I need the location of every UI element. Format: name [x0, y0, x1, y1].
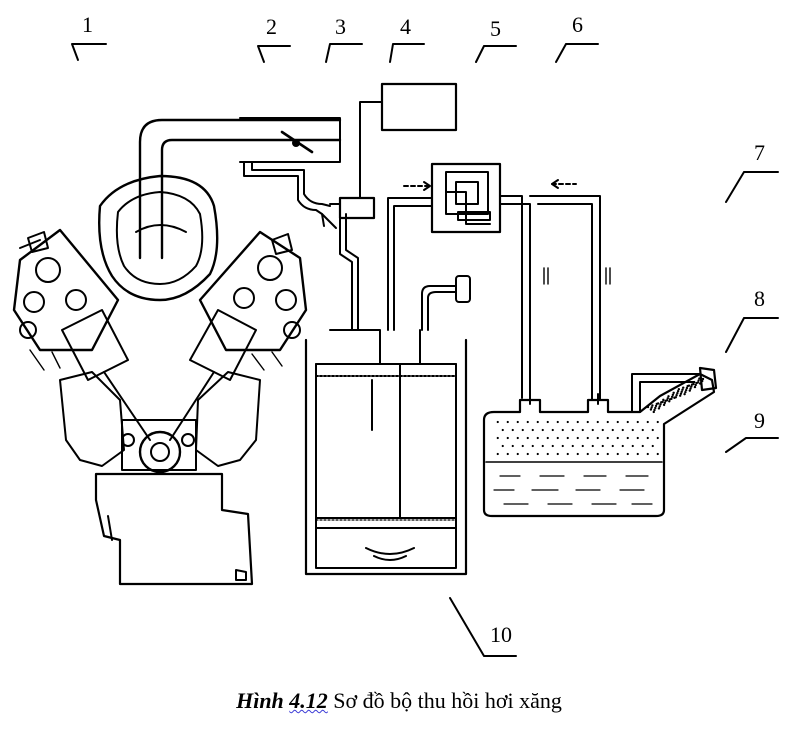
- callout-4: 4: [400, 14, 411, 39]
- fuel-liquid: [493, 475, 653, 505]
- caption-prefix: Hình: [236, 688, 290, 713]
- caption-text: Sơ đồ bộ thu hồi hơi xăng: [327, 688, 562, 713]
- control-unit-box: [380, 82, 458, 132]
- callout-5: 5: [490, 16, 501, 41]
- purge-valve: [329, 101, 383, 220]
- v-engine: [12, 117, 342, 586]
- fuel-vapor-dots: [496, 420, 659, 456]
- callout-leaders: [71, 43, 779, 657]
- fuel-tank: [482, 366, 718, 518]
- callout-2: 2: [266, 14, 277, 39]
- callout-8: 8: [754, 286, 765, 311]
- callout-3: 3: [335, 14, 346, 39]
- callout-6: 6: [572, 12, 583, 37]
- callout-1: 1: [82, 12, 93, 37]
- callout-7: 7: [754, 140, 765, 165]
- filler-hose-dots: [646, 377, 705, 414]
- figure-caption: Hình 4.12 Sơ đồ bộ thu hồi hơi xăng: [0, 688, 798, 714]
- callout-10: 10: [490, 622, 512, 647]
- two-way-valve: [387, 162, 611, 401]
- vacuum-lines: [243, 161, 359, 331]
- caption-number: 4.12: [289, 688, 328, 713]
- callout-9: 9: [754, 408, 765, 433]
- charcoal-canister: [304, 275, 471, 576]
